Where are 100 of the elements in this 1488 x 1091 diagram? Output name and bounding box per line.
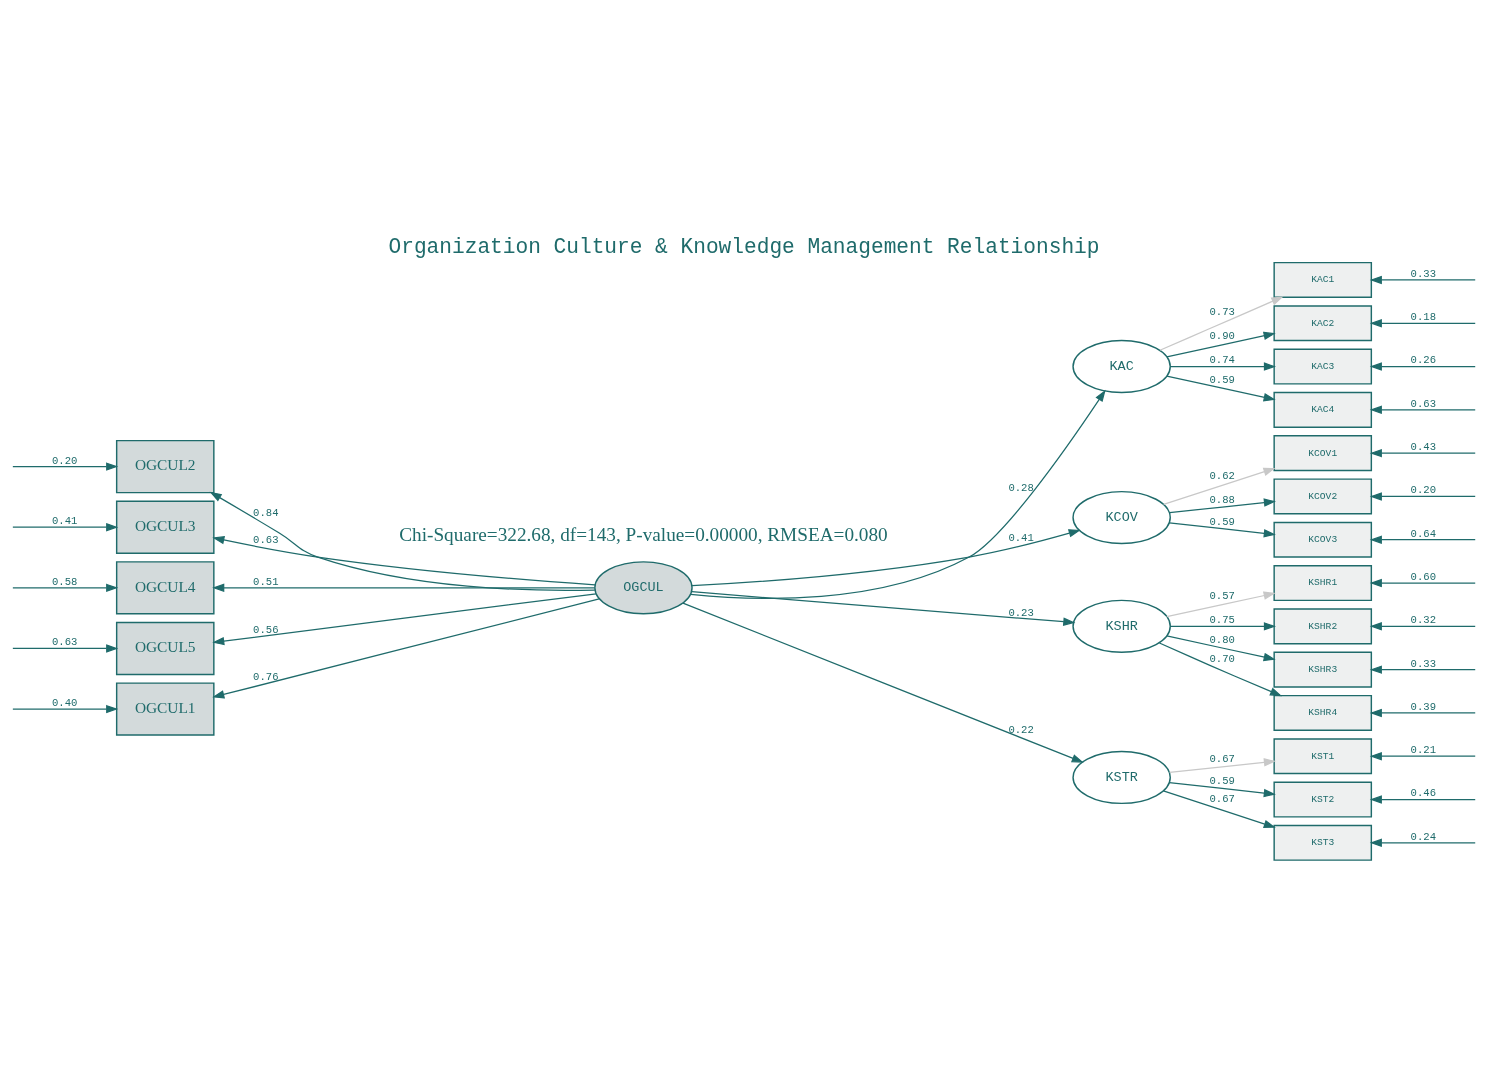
arrow (1166, 634, 1276, 661)
node-ellipse: KAC (1072, 339, 1171, 393)
arrow (1369, 838, 1476, 847)
node-box: KAC1 (1273, 261, 1373, 298)
edge-label: 0.80 (1209, 633, 1235, 646)
edge-label: 0.46 (1410, 786, 1436, 799)
node-box: OGCUL5 (115, 621, 215, 675)
edge-label: 0.39 (1410, 700, 1436, 713)
edge-label: 0.57 (1209, 589, 1235, 602)
arrow (1369, 794, 1476, 804)
node-box: KAC4 (1273, 391, 1373, 428)
edge-label: 0.28 (1008, 481, 1034, 494)
arrow (1168, 757, 1276, 773)
edge-label: 0.56 (253, 623, 279, 636)
node-box: KCOV1 (1273, 434, 1373, 471)
node-box: OGCUL1 (115, 681, 215, 736)
arrow (1169, 361, 1276, 371)
arrow (1369, 578, 1476, 587)
caption: Chi-Square=322.68, df=143, P-value=0.00000, RMSEA=0.080 (399, 523, 888, 545)
arrow (209, 491, 596, 591)
arrow (12, 704, 119, 713)
edge-label: 0.51 (253, 575, 279, 588)
node-box: KCOV2 (1273, 477, 1373, 514)
node-box: OGCUL2 (115, 439, 215, 493)
arrow (1169, 621, 1276, 631)
node-box: KST1 (1273, 737, 1373, 774)
arrow (1369, 448, 1476, 457)
edge-label: 0.64 (1410, 527, 1436, 540)
arrow (1369, 405, 1476, 414)
arrow (1369, 621, 1476, 631)
edge-label: 0.43 (1410, 440, 1436, 453)
node-ellipse: OGCUL (594, 560, 693, 615)
arrow (212, 535, 596, 585)
arrow (1166, 331, 1276, 358)
edge-label: 0.26 (1410, 353, 1436, 366)
node-ellipse: KCOV (1072, 490, 1171, 544)
edge-label: 0.59 (1209, 515, 1235, 528)
node-box: OGCUL3 (115, 500, 215, 554)
edge-label: 0.73 (1209, 305, 1235, 318)
node-box: KSHR1 (1273, 564, 1373, 601)
edge-label: 0.32 (1410, 613, 1436, 626)
edge-label: 0.40 (52, 696, 78, 709)
edge-label: 0.59 (1209, 774, 1235, 787)
edge-label: 0.20 (52, 454, 78, 467)
edge-label: 0.60 (1410, 570, 1436, 583)
arrow (12, 522, 119, 531)
node-ellipse: KSHR (1072, 599, 1171, 653)
node-box: KST3 (1273, 824, 1373, 861)
edge-label: 0.90 (1209, 329, 1235, 342)
edge-label: 0.21 (1410, 743, 1436, 756)
edge-label: 0.20 (1410, 483, 1436, 496)
edge-label: 0.67 (1209, 752, 1235, 765)
arrow (1369, 318, 1476, 327)
arrow (1163, 467, 1276, 505)
node-box: OGCUL4 (115, 560, 215, 615)
node-box: KST2 (1273, 781, 1373, 818)
edge-label: 0.70 (1209, 652, 1235, 665)
arrow (12, 643, 119, 653)
arrow (12, 583, 119, 592)
arrow (1158, 641, 1283, 696)
arrow (212, 592, 597, 645)
arrow (1162, 789, 1276, 828)
node-box: KSHR4 (1273, 694, 1373, 731)
edge-label: 0.88 (1209, 493, 1235, 506)
edge-label: 0.33 (1410, 657, 1436, 670)
arrow (1168, 521, 1276, 538)
node-box: KSHR2 (1273, 607, 1373, 644)
edge-label: 0.22 (1008, 723, 1034, 736)
arrow (12, 461, 119, 471)
edge-label: 0.59 (1209, 373, 1235, 386)
arrow (1369, 361, 1476, 371)
node-box: KSHR3 (1273, 651, 1373, 688)
edge-label: 0.63 (1410, 397, 1436, 410)
arrow (1369, 708, 1476, 717)
arrow (1369, 535, 1476, 544)
edge-label: 0.75 (1209, 613, 1235, 626)
arrow (690, 389, 1106, 599)
arrow (1159, 296, 1284, 351)
arrow (1168, 781, 1276, 797)
edge-label: 0.74 (1209, 353, 1235, 366)
edge-label: 0.63 (52, 635, 78, 648)
edge-label: 0.33 (1410, 267, 1436, 280)
edge-label: 0.84 (253, 506, 279, 518)
edge-label: 0.62 (1209, 469, 1235, 482)
edge-label: 0.67 (1209, 792, 1235, 805)
arrow (1369, 275, 1476, 284)
arrow (1166, 375, 1276, 401)
diagram-title: Organization Culture & Knowledge Management Relationship (388, 234, 1100, 259)
edge-label: 0.24 (1410, 830, 1436, 843)
edge-label: 0.58 (52, 575, 78, 588)
edge-label: 0.41 (1008, 531, 1034, 544)
edge-label: 0.76 (253, 670, 279, 683)
edge-label: 0.41 (52, 514, 78, 527)
arrow (1166, 591, 1276, 617)
arrow (1369, 491, 1476, 501)
arrow (1369, 751, 1476, 760)
arrow (691, 590, 1076, 626)
arrow (691, 528, 1081, 586)
node-box: KAC2 (1273, 304, 1373, 341)
arrow (1168, 497, 1276, 513)
